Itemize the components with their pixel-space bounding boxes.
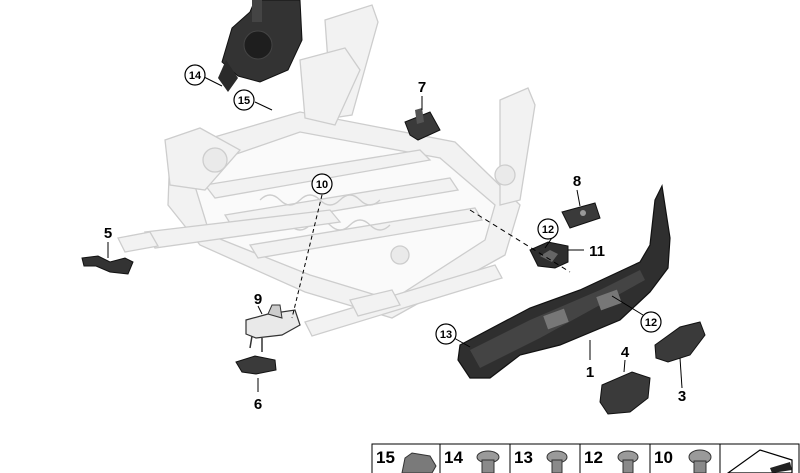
legend-cell-15: 15 <box>376 448 437 473</box>
leader-lines <box>107 75 683 392</box>
part-9-bracket <box>245 304 301 352</box>
callout-12b: 12 <box>645 317 657 329</box>
callout-5: 5 <box>104 225 112 242</box>
screw-icon <box>617 450 639 473</box>
callout-8: 8 <box>573 173 581 190</box>
callout-7: 7 <box>418 79 426 96</box>
legend-cell-14: 14 <box>444 448 500 473</box>
svg-text:12: 12 <box>584 448 603 467</box>
callout-1: 1 <box>586 364 594 381</box>
part-4-cap <box>599 371 651 415</box>
svg-text:15: 15 <box>376 448 395 467</box>
callout-4: 4 <box>621 344 630 361</box>
seat-frame-ghost <box>117 4 536 337</box>
callout-14: 14 <box>189 70 202 82</box>
callout-10: 10 <box>316 179 328 191</box>
callout-13: 13 <box>440 329 452 341</box>
callout-12a: 12 <box>542 224 554 236</box>
callouts: 14 15 10 12 12 13 7 8 5 11 9 6 1 4 3 <box>104 64 686 413</box>
legend-cell-10: 10 <box>654 448 712 473</box>
part-8-bracket <box>561 202 601 229</box>
svg-text:13: 13 <box>514 448 533 467</box>
callout-15: 15 <box>238 95 250 107</box>
screw-icon <box>546 450 568 473</box>
legend-cell-shim <box>726 449 793 473</box>
part-5-cover <box>81 255 134 275</box>
clip-icon <box>401 452 437 473</box>
callout-3: 3 <box>678 388 686 405</box>
part-1-side-trim <box>457 184 671 379</box>
screw-icon <box>688 449 712 473</box>
callout-9: 9 <box>254 291 262 308</box>
part-7-bracket <box>404 108 441 141</box>
part-11-clip <box>529 241 569 269</box>
part-6-trim <box>235 355 277 375</box>
svg-text:14: 14 <box>444 448 463 467</box>
screw-icon <box>476 450 500 473</box>
part-3-cap <box>654 321 706 363</box>
callout-11: 11 <box>589 243 605 260</box>
legend-cell-12: 12 <box>584 448 639 473</box>
part-recliner-housing <box>218 0 303 92</box>
parts-legend: 15 14 13 12 10 <box>371 443 800 473</box>
legend-cell-13: 13 <box>514 448 568 473</box>
svg-text:10: 10 <box>654 448 673 467</box>
callout-6: 6 <box>254 396 262 413</box>
